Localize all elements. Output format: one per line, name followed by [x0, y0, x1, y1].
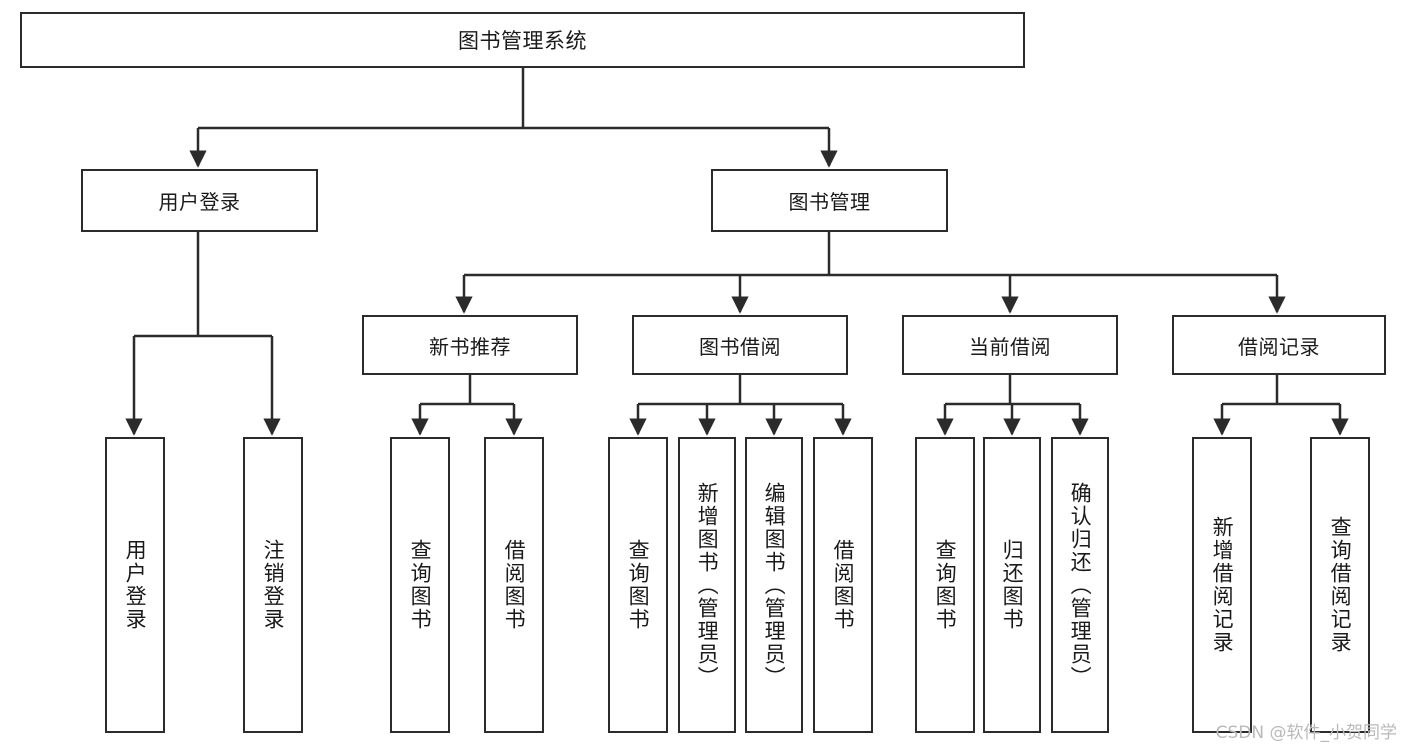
node-book-manage-label: 图书管理 — [788, 190, 871, 214]
node-leaf-query-book-3-label: 查询图书 — [933, 539, 958, 631]
node-leaf-query-book-3[interactable]: 查询图书 — [915, 437, 975, 733]
node-root-label: 图书管理系统 — [458, 29, 587, 53]
node-user-login-label: 用户登录 — [158, 190, 241, 214]
node-new-book-rec[interactable]: 新书推荐 — [362, 315, 578, 375]
node-leaf-query-book-2[interactable]: 查询图书 — [608, 437, 668, 733]
node-leaf-query-book-1[interactable]: 查询图书 — [390, 437, 450, 733]
node-current-borrow[interactable]: 当前借阅 — [902, 315, 1118, 375]
node-leaf-borrow-book-1-label: 借阅图书 — [502, 539, 527, 631]
node-borrow-record-label: 借阅记录 — [1238, 334, 1320, 359]
node-leaf-borrow-book-1[interactable]: 借阅图书 — [484, 437, 544, 733]
node-leaf-add-record-label: 新增借阅记录 — [1210, 516, 1235, 654]
node-root[interactable]: 图书管理系统 — [20, 12, 1025, 68]
node-leaf-user-login[interactable]: 用户登录 — [105, 437, 165, 733]
node-leaf-add-record[interactable]: 新增借阅记录 — [1192, 437, 1252, 733]
node-leaf-query-book-1-label: 查询图书 — [408, 539, 433, 631]
node-book-borrow[interactable]: 图书借阅 — [632, 315, 848, 375]
node-leaf-borrow-book-2[interactable]: 借阅图书 — [813, 437, 873, 733]
node-leaf-return-book[interactable]: 归还图书 — [983, 437, 1041, 733]
node-user-login[interactable]: 用户登录 — [81, 169, 318, 232]
node-leaf-confirm-return[interactable]: 确认归还（管理员） — [1051, 437, 1109, 733]
node-leaf-query-record[interactable]: 查询借阅记录 — [1310, 437, 1370, 733]
node-book-manage[interactable]: 图书管理 — [711, 169, 948, 232]
node-leaf-query-record-label: 查询借阅记录 — [1328, 516, 1353, 654]
watermark-text: CSDN @软件_小贺同学 — [1215, 723, 1397, 743]
node-leaf-edit-book-label: 编辑图书（管理员） — [762, 481, 787, 689]
node-leaf-edit-book[interactable]: 编辑图书（管理员） — [745, 437, 803, 733]
node-new-book-rec-label: 新书推荐 — [429, 334, 511, 359]
node-leaf-user-login-label: 用户登录 — [123, 539, 148, 631]
node-leaf-logout[interactable]: 注销登录 — [243, 437, 303, 733]
node-current-borrow-label: 当前借阅 — [969, 334, 1051, 359]
node-leaf-add-book-label: 新增图书（管理员） — [695, 481, 720, 689]
node-leaf-borrow-book-2-label: 借阅图书 — [831, 539, 856, 631]
node-borrow-record[interactable]: 借阅记录 — [1172, 315, 1386, 375]
node-leaf-return-book-label: 归还图书 — [1000, 539, 1025, 631]
node-leaf-logout-label: 注销登录 — [261, 539, 286, 631]
node-leaf-confirm-return-label: 确认归还（管理员） — [1068, 481, 1093, 689]
node-leaf-add-book[interactable]: 新增图书（管理员） — [678, 437, 736, 733]
node-leaf-query-book-2-label: 查询图书 — [626, 539, 651, 631]
node-book-borrow-label: 图书借阅 — [699, 334, 781, 359]
